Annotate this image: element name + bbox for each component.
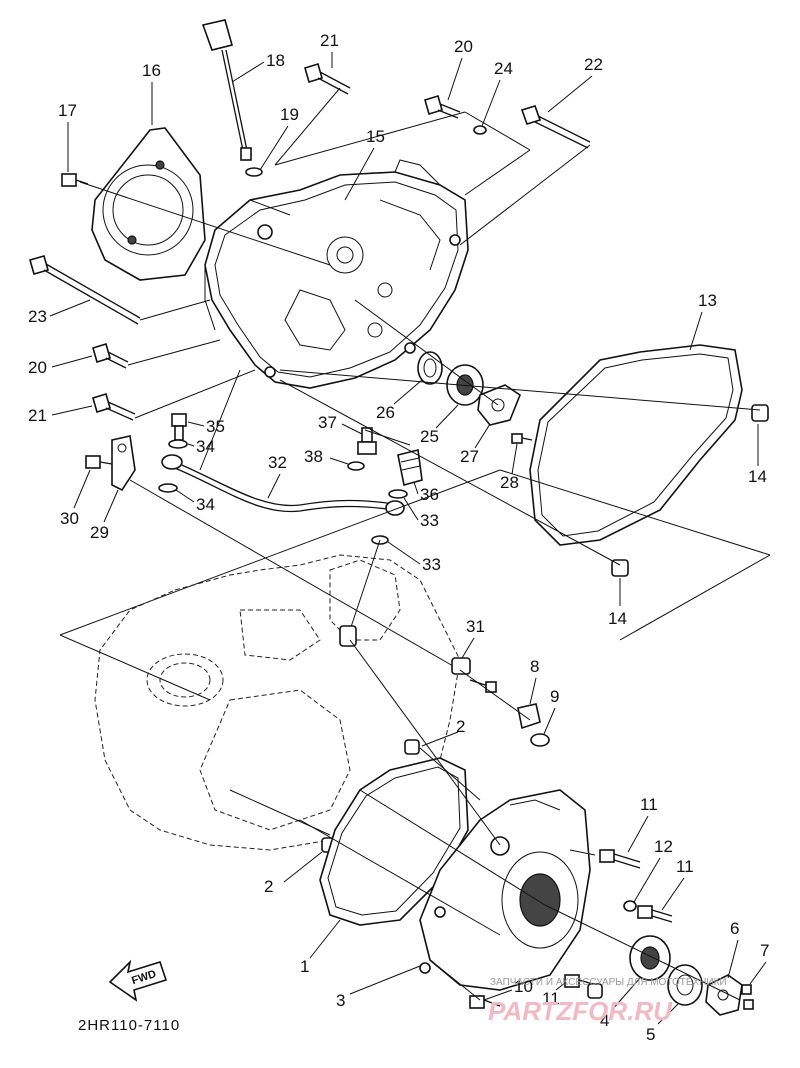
part-6-plate	[705, 974, 743, 1016]
part-18-dipstick	[201, 19, 252, 161]
label-20-top: 20	[454, 37, 473, 56]
part-7-screw	[741, 984, 754, 1010]
part-9-o-ring	[530, 733, 550, 747]
label-22: 22	[584, 55, 603, 74]
crankcase-cover-right	[204, 159, 469, 389]
part-21-bolt-left	[92, 392, 136, 421]
label-7: 7	[760, 941, 769, 960]
watermark-caption: ЗАПЧАСТИ И АКСЕССУАРЫ ДЛЯ МОТОТЕХНИКИ	[490, 977, 727, 988]
part-3-cover-left	[419, 789, 591, 991]
part-34-washer-upper	[168, 439, 188, 449]
label-12: 12	[654, 837, 673, 856]
part-14-dowel-pin-lower	[611, 559, 629, 577]
label-9: 9	[550, 687, 559, 706]
watermark: ЗАПЧАСТИ И АКСЕССУАРЫ ДЛЯ МОТОТЕХНИКИ PA…	[488, 977, 727, 1026]
label-1: 1	[300, 957, 309, 976]
part-33-washer-upper	[388, 489, 408, 499]
label-36: 36	[420, 485, 439, 504]
label-35: 35	[206, 417, 225, 436]
assembly-lines-upper	[59, 87, 771, 701]
part-13-gasket	[529, 344, 743, 546]
part-26-oil-seal	[417, 351, 443, 385]
fwd-arrow-icon: FWD	[108, 959, 168, 1002]
label-30: 30	[60, 509, 79, 528]
label-15: 15	[366, 127, 385, 146]
part-8-plug	[517, 703, 541, 730]
part-11-bolt-right	[637, 905, 673, 923]
part-29-bracket	[111, 435, 136, 492]
part-12-washer	[623, 900, 637, 912]
part-19-o-ring	[245, 167, 263, 177]
label-34-upper: 34	[196, 437, 215, 456]
part-22-bolt	[520, 105, 591, 149]
label-5: 5	[646, 1025, 655, 1044]
label-24: 24	[494, 59, 513, 78]
part-2-dowel-pin-upper	[404, 739, 420, 755]
label-14-lower: 14	[608, 609, 627, 628]
part-5-oil-seal	[667, 964, 703, 1006]
label-11-right: 11	[676, 857, 694, 876]
part-1-gasket	[319, 757, 469, 926]
label-27: 27	[460, 447, 479, 466]
label-20-left: 20	[28, 358, 47, 377]
part-16-cover-plate	[91, 127, 206, 281]
part-27-plate	[477, 384, 521, 426]
label-2-upper: 2	[456, 717, 465, 736]
part-21-bolt-top	[304, 62, 351, 95]
part-20-bolt-top	[424, 94, 461, 119]
part-37-sender	[357, 427, 377, 455]
part-23-long-bolt	[29, 255, 141, 325]
part-10-bolt	[469, 995, 501, 1009]
label-33-upper: 33	[420, 511, 439, 530]
label-2-lower: 2	[264, 877, 273, 896]
part-17-bolt	[61, 173, 89, 187]
label-13: 13	[698, 291, 717, 310]
label-33-lower: 33	[422, 555, 441, 574]
label-6: 6	[730, 919, 739, 938]
part-31-bolt	[451, 657, 497, 693]
label-18: 18	[266, 51, 285, 70]
part-24-washer	[473, 125, 487, 135]
part-4-bearing	[629, 935, 671, 981]
part-28-screw	[511, 433, 533, 444]
watermark-logo: PARTZFOR.RU	[488, 996, 673, 1026]
label-29: 29	[90, 523, 109, 542]
label-28: 28	[500, 473, 519, 492]
label-19: 19	[280, 105, 299, 124]
part-35-banjo-bolt	[171, 413, 187, 441]
part-11-bolt-upper	[599, 849, 641, 869]
label-21-left: 21	[28, 406, 47, 425]
label-26: 26	[376, 403, 395, 422]
label-31: 31	[466, 617, 485, 636]
label-37: 37	[318, 413, 337, 432]
assembly-lines-lower	[229, 639, 741, 1001]
label-8: 8	[530, 657, 539, 676]
label-23: 23	[28, 307, 47, 326]
part-20-bolt-left	[92, 342, 129, 369]
label-17: 17	[58, 101, 77, 120]
label-4: 4	[600, 1011, 609, 1030]
drawing-code: 2HR110-7110	[78, 1017, 180, 1034]
part-14-dowel-pin-upper	[751, 404, 769, 422]
label-21-top: 21	[320, 31, 339, 50]
part-30-bolt	[85, 455, 113, 469]
label-3: 3	[336, 991, 345, 1010]
label-25: 25	[420, 427, 439, 446]
label-11-lower: 11	[542, 989, 560, 1008]
part-38-washer	[347, 461, 365, 471]
label-16: 16	[142, 61, 161, 80]
label-14-upper: 14	[748, 467, 767, 486]
label-10: 10	[514, 977, 533, 996]
label-11-upper: 11	[640, 795, 658, 814]
part-34-washer-lower	[158, 483, 178, 493]
label-34-lower: 34	[196, 495, 215, 514]
part-11-bolt-lower	[564, 974, 603, 999]
part-labels: 21 20 24 22 16 17 18 19 15 23 20 21 13 2…	[28, 31, 769, 1044]
label-38: 38	[304, 447, 323, 466]
label-32: 32	[268, 453, 287, 472]
